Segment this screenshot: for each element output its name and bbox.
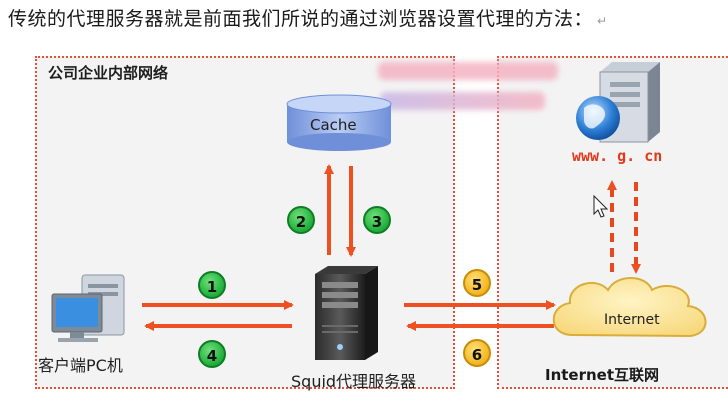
redaction-blur	[378, 62, 558, 80]
internet-region-label: Internet互联网	[545, 366, 660, 384]
web-server-icon	[576, 62, 660, 143]
internet-cloud-label: Internet	[604, 312, 660, 328]
redaction-blur	[380, 92, 545, 110]
paragraph-mark: ↵	[597, 14, 608, 28]
internet-cloud-icon	[552, 277, 707, 338]
step-5-badge: 5	[463, 269, 491, 297]
cache-icon	[286, 94, 392, 151]
proxy-label: Squid代理服务器	[291, 372, 417, 391]
step-1-badge: 1	[198, 271, 226, 299]
step-4-badge: 4	[198, 340, 226, 368]
web-server-label: www. g. cn	[572, 147, 663, 165]
heading: 传统的代理服务器就是前面我们所说的通过浏览器设置代理的方法：↵	[8, 4, 608, 31]
step-2-badge: 2	[287, 206, 315, 234]
proxy-server-icon	[315, 266, 378, 360]
internal-network-label: 公司企业内部网络	[48, 64, 169, 82]
pc-icon	[51, 274, 125, 342]
step-6-badge: 6	[463, 339, 491, 367]
heading-text: 传统的代理服务器就是前面我们所说的通过浏览器设置代理的方法：	[8, 8, 594, 30]
step-3-badge: 3	[363, 206, 391, 234]
client-label: 客户端PC机	[38, 356, 123, 375]
mouse-cursor-icon	[593, 194, 609, 218]
cache-label: Cache	[310, 116, 357, 134]
